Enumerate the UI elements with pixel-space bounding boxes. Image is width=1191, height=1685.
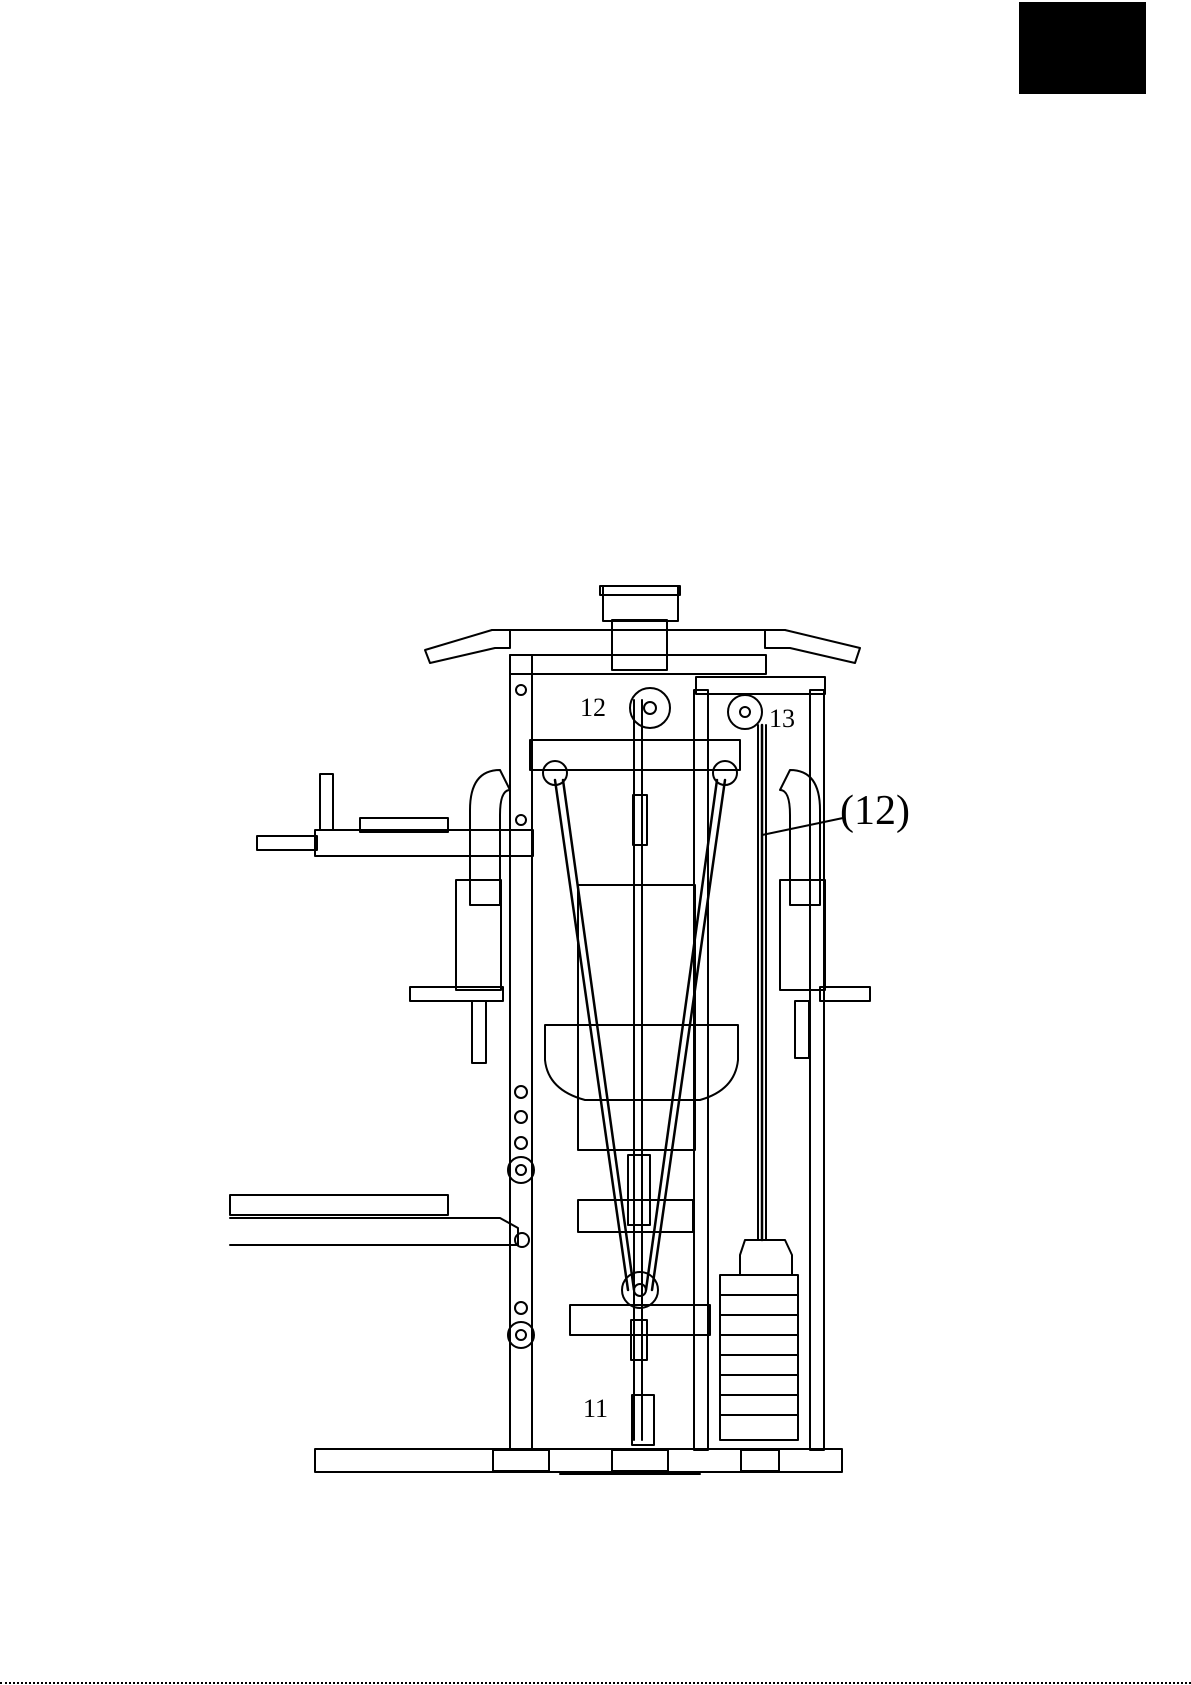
top-cap — [600, 586, 680, 595]
right-arm-frame — [780, 770, 820, 905]
right-lower-handle — [820, 987, 870, 1001]
left-handle-upright — [320, 774, 333, 830]
base-plate-left — [493, 1450, 549, 1471]
base-bar — [315, 1449, 842, 1472]
pulley-13 — [728, 695, 762, 729]
top-right-beam — [696, 677, 825, 694]
pulldown-bar-right — [765, 630, 860, 663]
callout-12: 12 — [580, 693, 606, 722]
left-handle-bar — [257, 836, 317, 850]
base-plate-center — [612, 1450, 668, 1471]
cable-left — [555, 780, 628, 1290]
upper-slide — [633, 795, 647, 845]
base-foot-right — [741, 1450, 779, 1471]
top-pulley-housing — [603, 586, 678, 621]
left-arm-frame — [470, 770, 510, 905]
callout-11: 11 — [583, 1394, 608, 1423]
lower-seat — [578, 1200, 693, 1232]
cable-left-inner — [563, 780, 634, 1290]
right-frame-post-b — [810, 690, 824, 1450]
cable-right — [652, 780, 725, 1290]
top-tower — [612, 620, 667, 670]
leader-12 — [762, 818, 843, 835]
leg-bench-top — [230, 1195, 448, 1215]
center-carriage — [628, 1155, 650, 1225]
weight-stack-top — [740, 1240, 792, 1275]
callout-cable-12: (12) — [840, 788, 910, 834]
right-arm-pad — [780, 880, 825, 990]
top-crossbar — [510, 655, 766, 674]
pulldown-bar-left — [425, 630, 510, 663]
right-lower-grip — [795, 1001, 809, 1058]
left-arm-pad — [456, 880, 501, 990]
pulley-12 — [630, 688, 670, 728]
left-lower-grip — [472, 1001, 486, 1063]
cable-right-inner — [646, 780, 717, 1290]
leg-bench-frame — [230, 1218, 518, 1245]
callout-13: 13 — [769, 704, 795, 733]
upright-knob-upper — [508, 1157, 534, 1183]
footer-rule — [0, 1682, 1191, 1684]
upright-knob-lower — [508, 1322, 534, 1348]
